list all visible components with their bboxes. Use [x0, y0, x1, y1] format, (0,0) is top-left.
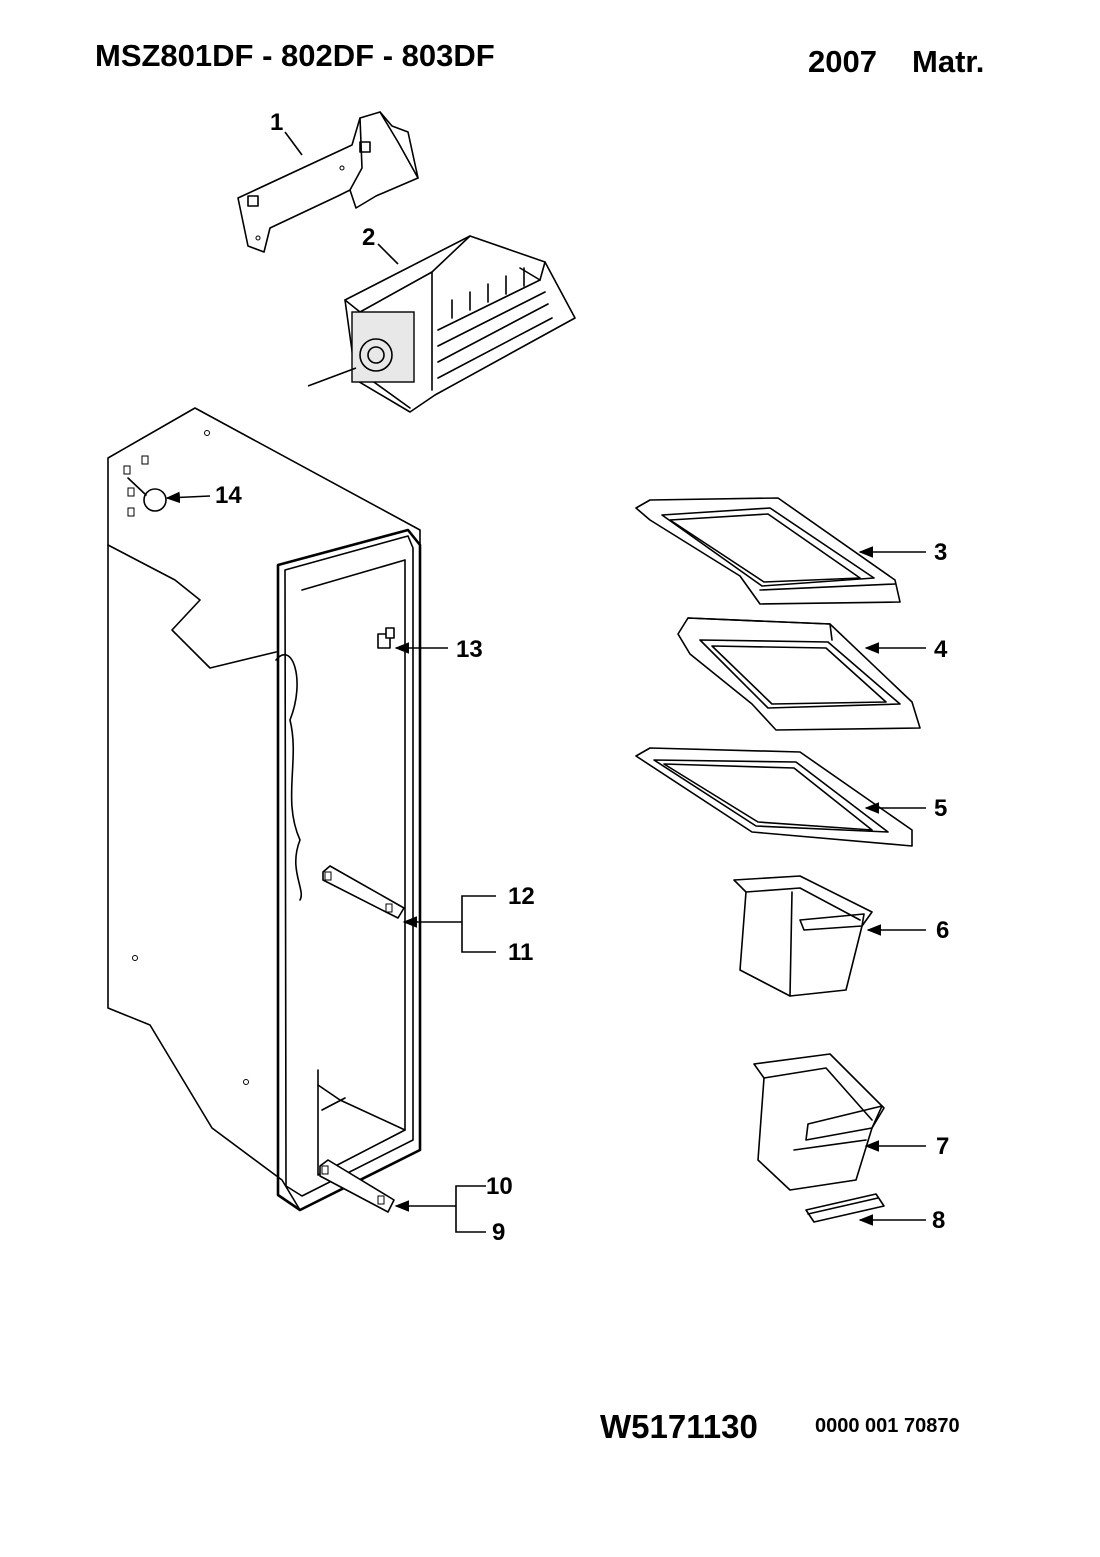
- leader-2b: [307, 367, 357, 387]
- part-number: W5171130: [600, 1408, 758, 1445]
- part-4-shelf: [677, 617, 921, 731]
- callout-13: 13: [456, 636, 483, 663]
- bracket-9-10: [455, 1185, 486, 1233]
- part-2-ice-maker: [344, 235, 576, 413]
- callout-4: 4: [934, 636, 948, 663]
- part-8-trim: [805, 1193, 885, 1223]
- matr-label: Matr.: [912, 44, 985, 79]
- leader-2: [377, 243, 399, 265]
- callout-1: 1: [270, 109, 283, 136]
- cabinet-liner: [107, 407, 422, 1212]
- callout-9: 9: [492, 1219, 505, 1246]
- part-6-bin: [733, 875, 873, 997]
- callout-10: 10: [486, 1173, 513, 1200]
- callout-7: 7: [936, 1133, 949, 1160]
- callout-14: 14: [215, 482, 242, 509]
- callout-8: 8: [932, 1207, 945, 1234]
- part-9-10-rail: [319, 1159, 395, 1213]
- part-11-12-rail: [322, 865, 405, 919]
- document-code: 0000 001 70870: [815, 1415, 960, 1437]
- callout-11: 11: [508, 939, 533, 966]
- part-13-switch: [377, 627, 395, 649]
- callout-5: 5: [934, 795, 947, 822]
- leader-1: [284, 131, 303, 156]
- callout-2: 2: [362, 224, 375, 251]
- part-3-shelf: [635, 497, 901, 605]
- model-title: MSZ801DF - 802DF - 803DF: [95, 38, 495, 73]
- bracket-11-12: [461, 895, 496, 953]
- part-1-bracket: [237, 111, 419, 253]
- part-7-bin: [753, 1053, 885, 1191]
- leader-14: [165, 491, 211, 504]
- part-5-shelf: [635, 747, 913, 847]
- callout-12: 12: [508, 883, 535, 910]
- year-label: 2007: [808, 44, 877, 79]
- callout-6: 6: [936, 917, 949, 944]
- callout-3: 3: [934, 539, 947, 566]
